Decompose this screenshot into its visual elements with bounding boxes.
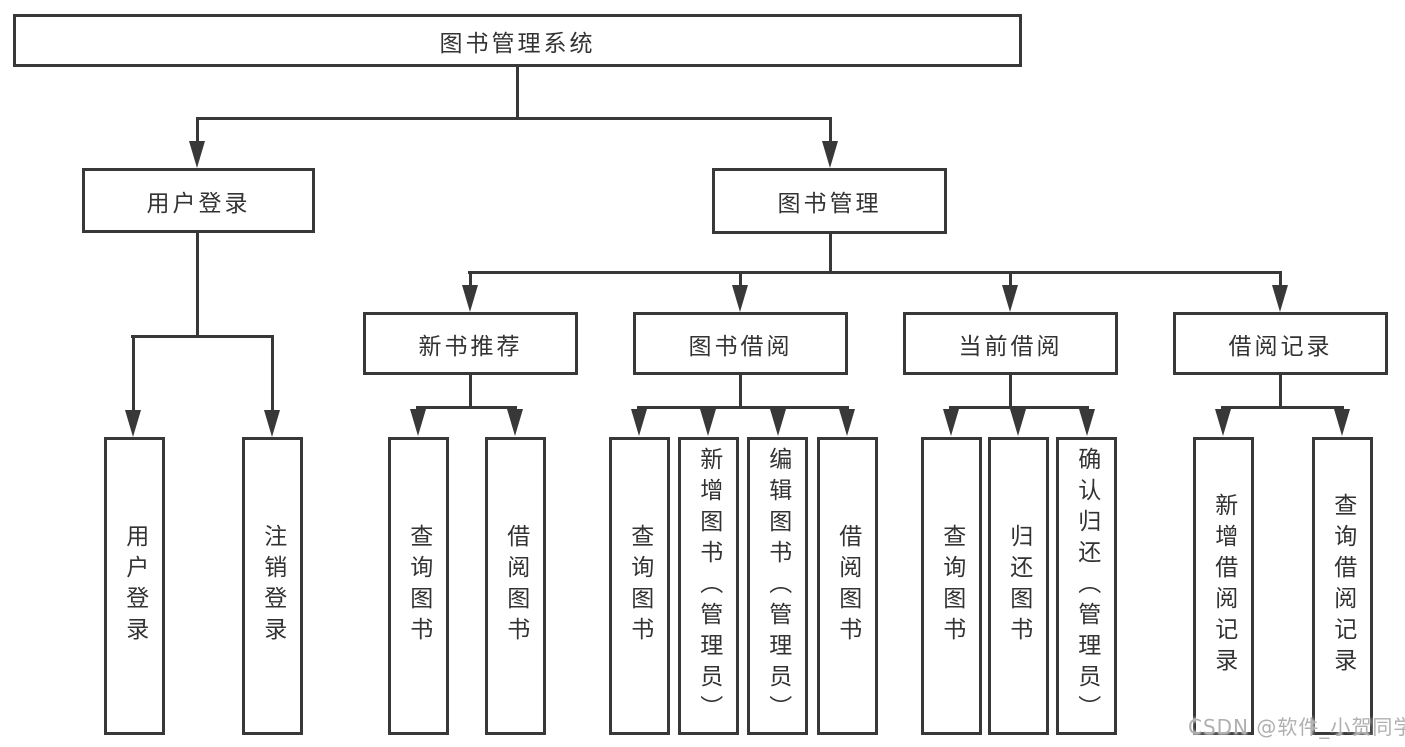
arrowhead-nbr-query-book [410,409,426,436]
arrowhead-leaf-logout [264,410,280,437]
arrowhead-br-add-record [1215,409,1231,436]
arrowhead-bb-edit-book [770,409,786,436]
arrowhead-cb-confirm-return [1079,409,1095,436]
node-label: 图书借阅 [688,333,793,360]
node-book-borrow: 图书借阅 [633,312,848,375]
node-label: 查询图书 [626,524,653,648]
node-label: 借阅图书 [834,524,861,648]
connector-to-leaf-logout-shaft [271,335,274,412]
arrowhead-cb-return-book [1010,409,1026,436]
node-label: 用户登录 [121,524,148,648]
connector-new-book-recommend-stem [469,375,472,409]
connector-current-borrow-crossbar [949,406,1089,409]
node-label: 借阅图书 [502,524,529,648]
connector-book-management-stem [829,234,832,274]
node-leaf-bb-edit-book: 编辑图书（管理员） [747,437,808,735]
connector-book-borrow-stem [739,375,742,409]
connector-borrow-record-stem [1279,375,1282,409]
node-label: 确认归还（管理员） [1073,446,1100,726]
node-label: 查询图书 [405,524,432,648]
node-leaf-br-query-record: 查询借阅记录 [1312,437,1373,735]
arrowhead-book-management [822,141,838,168]
connector-root-to-user-login-shaft [196,117,199,144]
csdn-watermark: CSDN @软件_小贺同学 [1188,715,1405,739]
node-label: 图书管理 [777,191,882,217]
arrowhead-book-borrow [732,285,748,312]
connector-book-borrow-crossbar [637,406,849,409]
arrowhead-nbr-borrow-book [507,409,523,436]
connector-borrow-record-crossbar [1221,406,1344,409]
arrowhead-user-login [189,141,205,168]
connector-root-crossbar [196,117,832,120]
arrowhead-leaf-login [125,410,141,437]
arrowhead-current-borrow [1002,285,1018,312]
node-leaf-bb-query-book: 查询图书 [609,437,670,735]
node-user-login: 用户登录 [82,168,315,233]
node-label: 当前借阅 [958,333,1063,360]
node-leaf-nbr-borrow-book: 借阅图书 [485,437,546,735]
node-leaf-bb-borrow-book: 借阅图书 [817,437,878,735]
node-current-borrow: 当前借阅 [903,312,1118,375]
node-new-book-recommend: 新书推荐 [363,312,578,375]
node-label: 注销登录 [259,524,286,648]
connector-root-to-book-management-shaft [829,117,832,144]
node-label: 新书推荐 [418,333,523,360]
connector-to-book-borrow-shaft [739,271,742,287]
node-label: 查询图书 [938,524,965,648]
connector-user-login-crossbar [131,335,274,338]
arrowhead-bb-borrow-book [839,409,855,436]
node-leaf-cb-return-book: 归还图书 [988,437,1049,735]
connector-to-current-borrow-shaft [1009,271,1012,287]
arrowhead-br-query-record [1334,409,1350,436]
connector-to-borrow-record-shaft [1279,271,1282,287]
node-borrow-record: 借阅记录 [1173,312,1388,375]
connector-root-stem [516,64,519,119]
node-leaf-bb-add-book: 新增图书（管理员） [678,437,739,735]
arrowhead-bb-query-book [631,409,647,436]
arrowhead-borrow-record [1272,285,1288,312]
connector-user-login-stem [196,233,199,337]
node-label: 新增借阅记录 [1210,493,1237,679]
connector-new-book-recommend-crossbar [416,406,517,409]
arrowhead-new-book-recommend [462,285,478,312]
node-book-management: 图书管理 [712,168,947,234]
node-leaf-nbr-query-book: 查询图书 [388,437,449,735]
connector-book-management-crossbar [468,271,1282,274]
connector-current-borrow-stem [1009,375,1012,409]
connector-to-new-book-recommend-shaft [469,271,472,287]
node-leaf-logout: 注销登录 [242,437,303,735]
node-label: 新增图书（管理员） [695,446,722,726]
node-leaf-cb-query-book: 查询图书 [921,437,982,735]
node-label: 借阅记录 [1228,333,1333,360]
node-leaf-br-add-record: 新增借阅记录 [1193,437,1254,735]
node-label: 用户登录 [146,190,251,217]
arrowhead-bb-add-book [700,409,716,436]
node-leaf-user-login: 用户登录 [104,437,165,735]
node-root-library-system: 图书管理系统 [13,14,1022,67]
node-leaf-cb-confirm-return: 确认归还（管理员） [1056,437,1117,735]
node-label: 编辑图书（管理员） [764,446,791,726]
node-label: 归还图书 [1005,524,1032,648]
connector-to-leaf-login-shaft [132,335,135,412]
arrowhead-cb-query-book [943,409,959,436]
node-label: 图书管理系统 [439,30,596,57]
node-label: 查询借阅记录 [1329,493,1356,679]
